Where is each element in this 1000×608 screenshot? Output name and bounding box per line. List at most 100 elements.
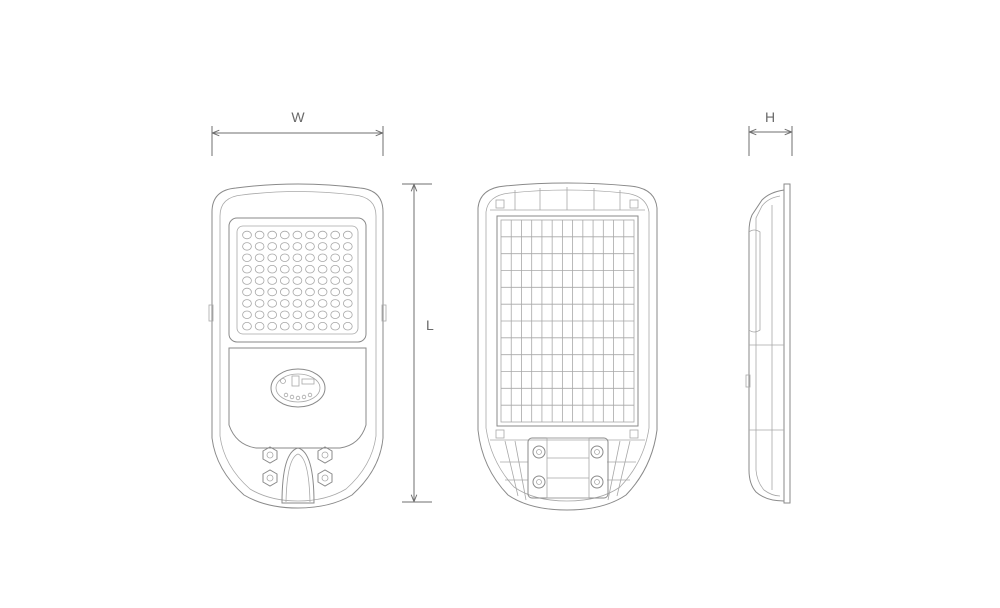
led-chip bbox=[317, 253, 328, 262]
pole-clamp bbox=[281, 447, 315, 504]
led-chip bbox=[305, 276, 315, 285]
led-chip bbox=[317, 322, 328, 331]
width-dimension: W bbox=[211, 109, 384, 156]
width-label: W bbox=[291, 109, 305, 125]
led-chip bbox=[292, 299, 303, 308]
led-chip bbox=[267, 230, 278, 240]
side-sensor bbox=[745, 374, 751, 388]
led-chip bbox=[330, 265, 341, 274]
led-chip bbox=[292, 322, 303, 331]
indicator-light bbox=[280, 378, 286, 384]
height-dimension: H bbox=[748, 109, 793, 156]
led-chip bbox=[305, 287, 315, 297]
led-chip bbox=[317, 287, 328, 297]
led-chip bbox=[254, 299, 265, 308]
led-chip bbox=[254, 253, 265, 262]
led-chip bbox=[267, 265, 278, 274]
led-chip bbox=[330, 287, 341, 297]
led-chip bbox=[242, 322, 252, 331]
led-array bbox=[242, 230, 353, 331]
led-chip bbox=[267, 276, 278, 285]
led-chip bbox=[342, 310, 353, 319]
led-chip bbox=[317, 276, 328, 285]
led-chip bbox=[317, 310, 328, 319]
led-chip bbox=[279, 253, 290, 262]
led-chip bbox=[242, 287, 252, 297]
height-label: H bbox=[765, 109, 775, 125]
led-chip bbox=[279, 242, 290, 251]
led-chip bbox=[279, 265, 290, 274]
led-chip bbox=[305, 310, 315, 319]
led-chip bbox=[317, 299, 328, 308]
led-chip bbox=[267, 253, 278, 262]
led-chip bbox=[305, 230, 315, 240]
led-chip bbox=[317, 242, 328, 251]
sensor-window bbox=[270, 368, 326, 408]
led-chip bbox=[292, 265, 303, 274]
led-chip bbox=[279, 276, 290, 285]
mounting-bolts bbox=[262, 446, 333, 487]
length-label: L bbox=[426, 317, 434, 333]
front-view bbox=[208, 183, 387, 509]
length-dimension: L bbox=[402, 183, 434, 503]
led-chip bbox=[254, 322, 265, 331]
led-chip bbox=[317, 265, 328, 274]
side-view bbox=[745, 183, 791, 504]
led-chip bbox=[342, 230, 353, 240]
led-chip bbox=[330, 230, 341, 240]
led-chip bbox=[242, 253, 252, 262]
led-chip bbox=[254, 287, 265, 297]
led-chip bbox=[305, 265, 315, 274]
led-chip bbox=[254, 242, 265, 251]
led-chip bbox=[242, 242, 252, 251]
led-chip bbox=[305, 322, 315, 331]
led-chip bbox=[279, 287, 290, 297]
led-chip bbox=[330, 276, 341, 285]
led-chip bbox=[342, 287, 353, 297]
led-chip bbox=[292, 230, 303, 240]
switch-icon bbox=[291, 375, 300, 387]
solar-cells bbox=[501, 220, 634, 422]
led-chip bbox=[292, 287, 303, 297]
led-chip bbox=[330, 299, 341, 308]
led-chip bbox=[254, 310, 265, 319]
led-chip bbox=[279, 299, 290, 308]
led-chip bbox=[342, 242, 353, 251]
led-chip bbox=[267, 310, 278, 319]
led-chip bbox=[305, 253, 315, 262]
led-chip bbox=[342, 265, 353, 274]
led-chip bbox=[330, 322, 341, 331]
led-chip bbox=[317, 230, 328, 240]
led-chip bbox=[292, 253, 303, 262]
led-chip bbox=[292, 310, 303, 319]
led-chip bbox=[242, 310, 252, 319]
led-chip bbox=[342, 253, 353, 262]
led-chip bbox=[267, 322, 278, 331]
led-chip bbox=[342, 322, 353, 331]
bracket-bolts bbox=[532, 445, 604, 489]
led-chip bbox=[267, 287, 278, 297]
led-chip bbox=[292, 276, 303, 285]
led-chip bbox=[305, 299, 315, 308]
led-chip bbox=[305, 242, 315, 251]
led-chip bbox=[242, 276, 252, 285]
led-chip bbox=[242, 230, 252, 240]
led-chip bbox=[330, 242, 341, 251]
led-chip bbox=[330, 253, 341, 262]
led-chip bbox=[267, 299, 278, 308]
led-chip bbox=[242, 299, 252, 308]
back-view bbox=[477, 182, 658, 511]
mount-bracket bbox=[527, 437, 609, 499]
led-chip bbox=[279, 322, 290, 331]
led-chip bbox=[254, 276, 265, 285]
led-chip bbox=[254, 265, 265, 274]
bottom-vents bbox=[490, 439, 645, 501]
led-chip bbox=[330, 310, 341, 319]
led-chip bbox=[342, 276, 353, 285]
led-chip bbox=[279, 230, 290, 240]
top-vents bbox=[490, 187, 645, 211]
led-chip bbox=[267, 242, 278, 251]
led-chip bbox=[254, 230, 265, 240]
led-chip bbox=[279, 310, 290, 319]
